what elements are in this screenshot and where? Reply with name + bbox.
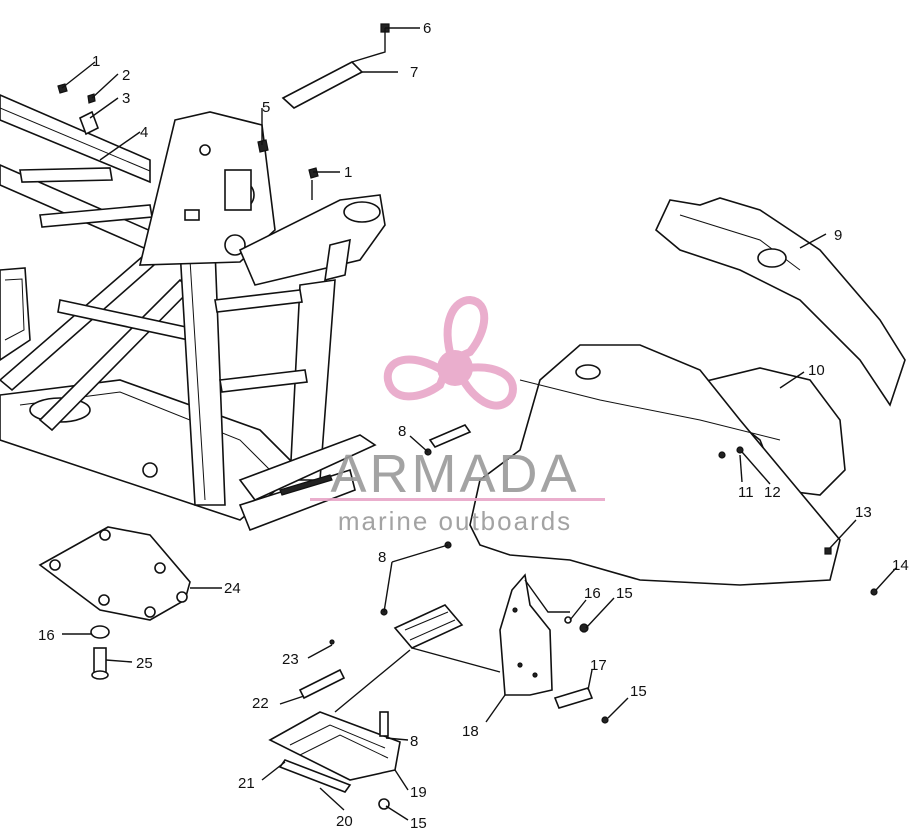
callout-13: 13 xyxy=(855,504,872,521)
callout-1b: 1 xyxy=(344,164,352,181)
callout-16b: 16 xyxy=(38,627,55,644)
callout-1: 1 xyxy=(92,53,100,70)
watermark-title: ARMADA xyxy=(330,444,579,504)
callout-23: 23 xyxy=(282,651,299,668)
leader-lines xyxy=(61,27,897,821)
callout-6: 6 xyxy=(423,20,431,37)
callout-5: 5 xyxy=(262,99,270,116)
fender-assembly xyxy=(380,197,906,724)
armada-watermark: ARMADA marine outboards xyxy=(310,295,605,536)
callout-labels: 1 2 3 4 5 6 7 1 9 10 8 11 12 13 14 8 16 … xyxy=(38,20,909,832)
callout-15a: 15 xyxy=(616,585,633,602)
callout-24: 24 xyxy=(224,580,241,597)
callout-17: 17 xyxy=(590,657,607,674)
top-hardware xyxy=(57,23,390,179)
callout-8a: 8 xyxy=(398,423,406,440)
callout-9: 9 xyxy=(834,227,842,244)
callout-14: 14 xyxy=(892,557,909,574)
callout-11: 11 xyxy=(738,484,754,501)
callout-20: 20 xyxy=(336,813,353,830)
callout-15c: 15 xyxy=(410,815,427,831)
propeller-logo-icon xyxy=(383,295,517,410)
callout-3: 3 xyxy=(122,90,130,107)
callout-12: 12 xyxy=(764,484,781,501)
frame-assembly xyxy=(0,94,386,532)
callout-4: 4 xyxy=(140,124,148,141)
skid-plate xyxy=(38,526,191,680)
callout-16a: 16 xyxy=(584,585,601,602)
callout-2: 2 xyxy=(122,67,130,84)
callout-7: 7 xyxy=(410,64,418,81)
callout-25: 25 xyxy=(136,655,153,672)
callout-21: 21 xyxy=(238,775,255,792)
callout-15b: 15 xyxy=(630,683,647,700)
callout-18: 18 xyxy=(462,723,479,740)
callout-8c: 8 xyxy=(410,733,418,750)
callout-22: 22 xyxy=(252,695,269,712)
footrest-parts xyxy=(268,604,464,810)
watermark-subtitle: marine outboards xyxy=(338,506,572,536)
callout-10: 10 xyxy=(808,362,825,379)
callout-19: 19 xyxy=(410,784,427,801)
callout-8b: 8 xyxy=(378,549,386,566)
